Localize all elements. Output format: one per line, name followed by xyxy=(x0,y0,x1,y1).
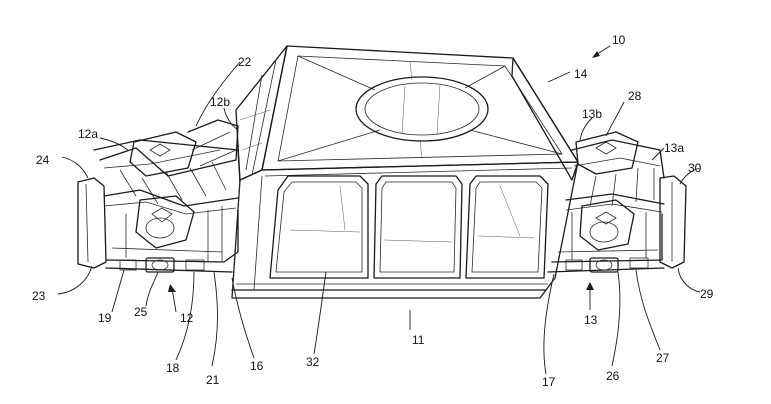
ref-13a: 13a xyxy=(664,141,684,155)
ref-13b: 13b xyxy=(582,107,602,121)
ref-11: 11 xyxy=(412,333,425,347)
ref-19: 19 xyxy=(98,311,112,325)
ref-17: 17 xyxy=(542,375,556,389)
ref-25: 25 xyxy=(134,305,148,319)
ref-26: 26 xyxy=(606,369,620,383)
ref-27: 27 xyxy=(656,351,670,365)
leader-lines xyxy=(57,45,701,375)
ref-13: 13 xyxy=(584,313,598,327)
ref-32: 32 xyxy=(306,355,320,369)
ref-10: 10 xyxy=(612,33,626,47)
ref-28: 28 xyxy=(628,89,642,103)
ref-22: 22 xyxy=(238,55,252,69)
ref-12a: 12a xyxy=(78,127,98,141)
ref-12: 12 xyxy=(180,311,194,325)
ref-14: 14 xyxy=(574,67,588,81)
ref-12b: 12b xyxy=(210,95,230,109)
ref-30: 30 xyxy=(688,161,702,175)
right-truck-assembly xyxy=(547,131,687,273)
ref-21: 21 xyxy=(206,373,220,387)
ref-23: 23 xyxy=(32,289,46,303)
ref-16: 16 xyxy=(250,359,264,373)
cab-box-structure xyxy=(235,45,579,181)
ref-29: 29 xyxy=(700,287,714,301)
car-body-side-frame xyxy=(231,161,579,299)
left-truck-assembly xyxy=(77,119,241,273)
reference-numerals: 10 14 22 12b 12a 24 23 19 25 12 18 21 16… xyxy=(32,33,714,389)
ref-24: 24 xyxy=(36,153,50,167)
ref-18: 18 xyxy=(166,361,180,375)
